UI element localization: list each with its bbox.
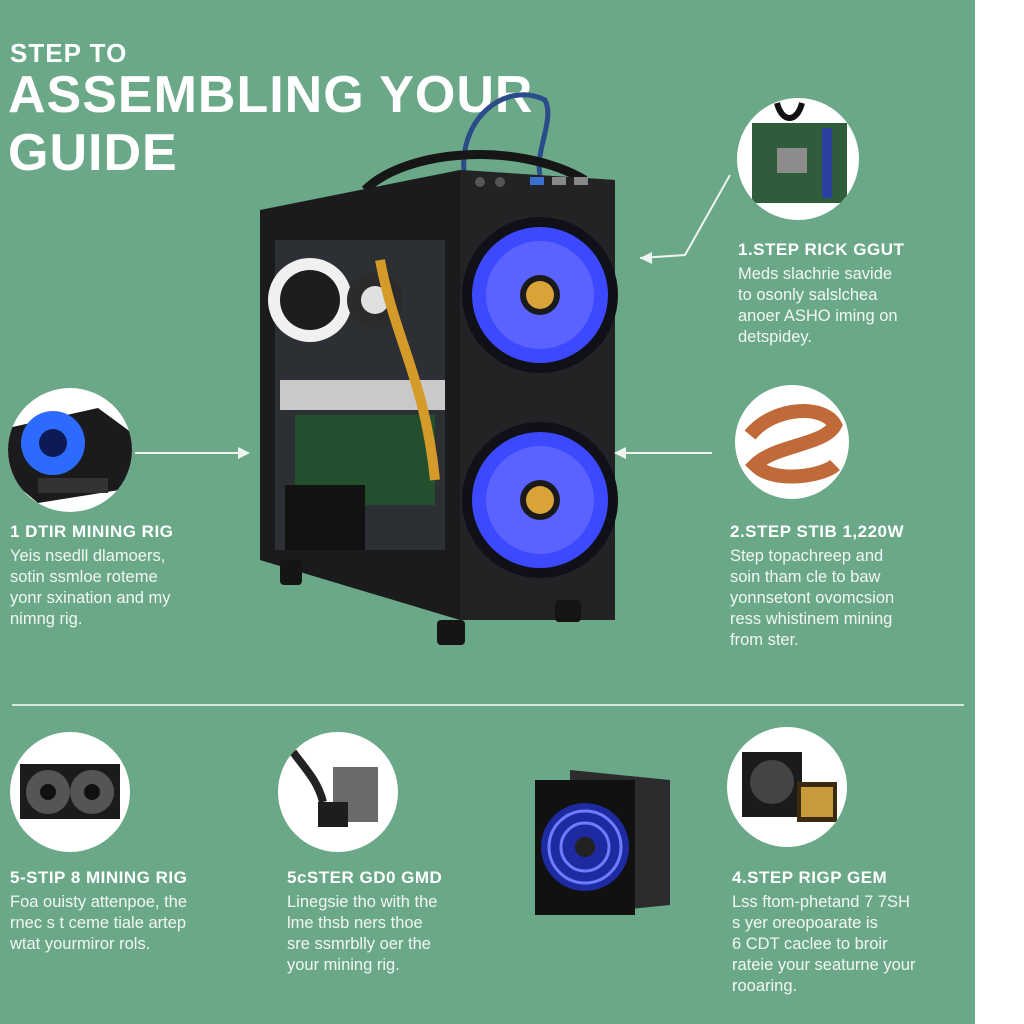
step-1-body: Meds slachrie savide to osonly salslchea… [738,264,968,348]
step-4-line: Foa ouisty attenpoe, the [10,893,188,911]
title-line-1: STEP TO [10,38,128,68]
step-6-line: s yer oreopoarate is [732,914,878,932]
step-2-line: yonr sxination and my [10,589,171,607]
step-6-line: Lss ftom-phetand 7 7SH [732,893,910,911]
arrow-to-rig-left [135,447,250,459]
title-line-2: ASSEMBLING YOUR [8,66,534,124]
step-5-line: Linegsie tho with the [287,893,438,911]
step-2-body: Yeis nsedll dlamoers, sotin ssmloe rotem… [10,546,240,630]
arrow-to-step-1 [639,174,731,264]
step-1-line: Meds slachrie savide [738,265,893,283]
step-4-line: wtat yourmiror rols. [10,935,151,953]
step-3-body: Step topachreep and soin tham cle to baw… [730,546,970,651]
cooling-fan-unit [535,770,670,915]
step-6-line: rateie your seaturne your [732,956,916,974]
step-1-line: detspidey. [738,328,812,346]
title-main: ASSEMBLING YOUR GUIDE [8,66,533,182]
step-3-line: ress whistinem mining [730,610,893,628]
step-1-line: anoer ASHO iming on [738,307,898,325]
step-4-heading: 5-STIP 8 MINING RIG [10,868,188,887]
step-6: 4.STEP RIGP GEM Lss ftom-phetand 7 7SH s… [732,868,972,997]
step-3: 2.STEP STIB 1,220W Step topachreep and s… [730,522,970,651]
step-2-line: nimng rig. [10,610,83,628]
gpu-card-icon [8,388,132,512]
step-5-line: sre ssmrblly oer the [287,935,431,953]
step-6-line: 6 CDT caclee to broir [732,935,888,953]
step-4-body: Foa ouisty attenpoe, the rnec s t ceme t… [10,892,260,955]
motherboard-icon [737,98,859,220]
step-6-line: rooaring. [732,977,798,995]
step-4: 5-STIP 8 MINING RIG Foa ouisty attenpoe,… [10,868,260,955]
step-3-line: soin tham cle to baw [730,568,881,586]
poster: STEP TO ASSEMBLING YOUR GUIDE [0,0,975,1024]
step-3-line: yonnsetont ovomcsion [730,589,895,607]
step-5-heading: 5cSTER GD0 GMD [287,868,443,887]
step-1-line: to osonly salslchea [738,286,878,304]
divider-line [12,704,964,706]
step-3-heading: 2.STEP STIB 1,220W [730,522,905,541]
step-3-line: Step topachreep and [730,547,884,565]
step-6-heading: 4.STEP RIGP GEM [732,868,888,887]
step-2: 1 DTIR MINING RIG Yeis nsedll dlamoers, … [10,522,240,630]
dual-fan-icon [10,732,130,852]
title-line-3: GUIDE [8,124,178,182]
mining-rig-case [260,92,618,645]
step-2-heading: 1 DTIR MINING RIG [10,522,174,541]
step-1-heading: 1.STEP RICK GGUT [738,240,905,259]
step-6-body: Lss ftom-phetand 7 7SH s yer oreopoarate… [732,892,972,997]
ribbon-cable-icon [735,385,849,499]
step-3-line: from ster. [730,631,799,649]
step-5-line: lme thsb ners thoe [287,914,423,932]
step-1: 1.STEP RICK GGUT Meds slachrie savide to… [738,240,968,348]
power-connector-icon [278,732,398,852]
step-2-line: Yeis nsedll dlamoers, [10,547,166,565]
arrow-to-rig-right [614,447,712,459]
step-5-body: Linegsie tho with the lme thsb ners thoe… [287,892,517,976]
step-2-line: sotin ssmloe roteme [10,568,158,586]
psu-unit-icon [727,727,847,847]
step-4-line: rnec s t ceme tiale artep [10,914,187,932]
step-5: 5cSTER GD0 GMD Linegsie tho with the lme… [287,868,517,976]
step-5-line: your mining rig. [287,956,400,974]
